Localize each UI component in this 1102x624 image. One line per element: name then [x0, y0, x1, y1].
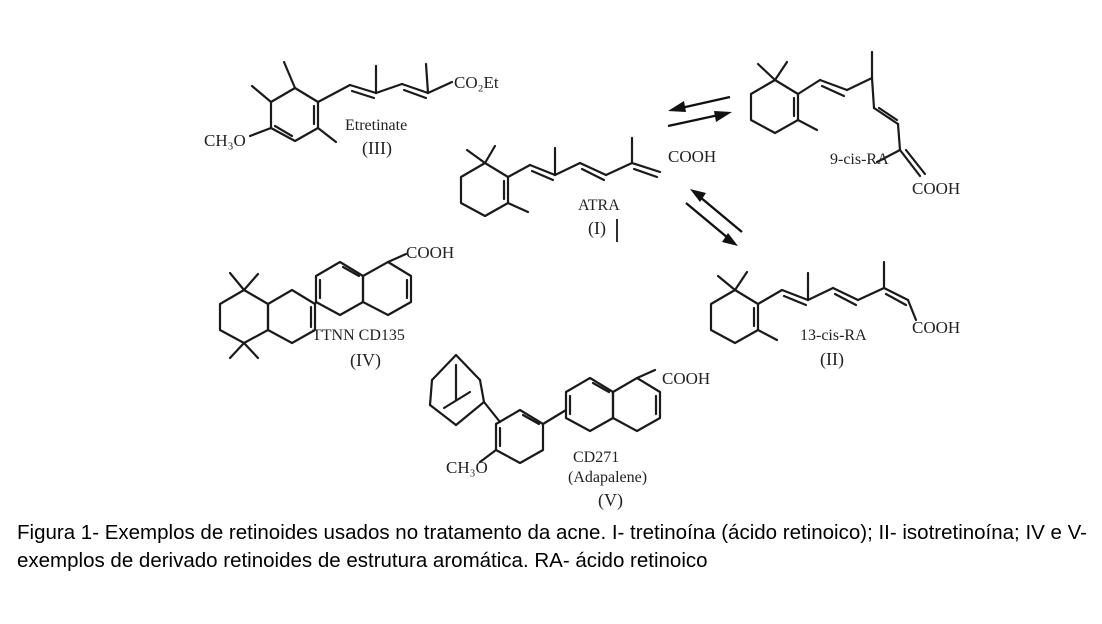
atra-acid-label: COOH — [668, 147, 716, 166]
etretinate-roman: (III) — [362, 138, 392, 159]
thirteen-cis-ra-roman: (II) — [820, 349, 844, 370]
adapalene-acid-label: COOH — [662, 369, 710, 388]
adapalene-roman: (V) — [598, 490, 623, 511]
equilibrium-arrows-13cis — [685, 189, 743, 246]
adapalene-name: CD271 — [573, 449, 619, 466]
atra-name: ATRA — [578, 197, 620, 214]
etretinate-structure: CO₂Et CH₃O Etretinate (III) — [204, 60, 499, 159]
etretinate-name: Etretinate — [345, 117, 407, 134]
ttnn-structure: COOH TTNN CD135 (IV) — [218, 243, 454, 371]
thirteen-cis-ra-name: 13-cis-RA — [800, 327, 867, 344]
adapalene-alt-name: (Adapalene) — [568, 469, 647, 486]
atra-roman: (I) — [588, 218, 606, 239]
figure-caption: Figura 1- Exemplos de retinoides usados … — [17, 521, 1087, 572]
adapalene-methoxy-label: CH₃O — [446, 458, 488, 477]
nine-cis-ra-structure: 9-cis-RA COOH — [749, 50, 960, 198]
thirteen-cis-ra-structure: 13-cis-RA (II) COOH — [709, 260, 960, 370]
thirteen-cis-ra-acid-label: COOH — [912, 318, 960, 337]
adapalene-structure: COOH CH₃O CD271 (Adapalene) (V) — [428, 353, 710, 511]
etretinate-ester-label: CO₂Et — [454, 73, 499, 92]
nine-cis-ra-acid-label: COOH — [912, 179, 960, 198]
etretinate-methoxy-label: CH₃O — [204, 131, 246, 150]
ttnn-roman: (IV) — [350, 350, 381, 371]
ttnn-acid-label: COOH — [406, 243, 454, 262]
equilibrium-arrows-9cis — [667, 95, 732, 128]
ttnn-name: TTNN CD135 — [312, 327, 405, 344]
nine-cis-ra-name: 9-cis-RA — [830, 151, 889, 168]
atra-structure: COOH ATRA (I) — [459, 136, 716, 242]
